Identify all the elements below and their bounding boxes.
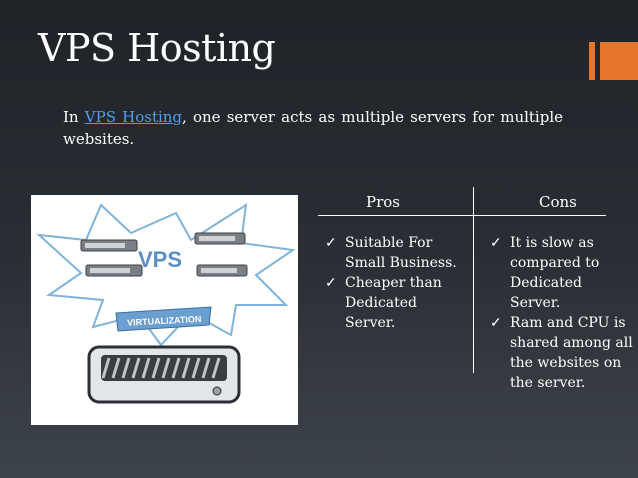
cons-header: Cons: [539, 193, 577, 211]
bullet-text-line: compared to: [510, 255, 600, 271]
checkmark-icon: ✓: [325, 275, 337, 291]
server-unit-icon: [80, 239, 138, 252]
bullet-text-line: Server.: [345, 315, 396, 331]
checkmark-icon: ✓: [325, 235, 337, 251]
bullet-text-line: the websites on: [510, 355, 622, 371]
vps-diagram-svg: VPS VIRTUALIZATION: [36, 203, 296, 404]
bullet-text-line: Cheaper than: [345, 275, 442, 291]
table-column-divider: [473, 187, 474, 373]
vps-illustration: VPS VIRTUALIZATION: [31, 195, 298, 425]
bullet-text-line: Dedicated: [345, 295, 418, 311]
virtualization-banner: VIRTUALIZATION: [115, 306, 212, 332]
intro-suffix: , one server acts as multiple servers fo…: [63, 108, 564, 148]
table-header-divider: [318, 215, 606, 216]
intro-prefix: In: [63, 108, 85, 126]
physical-server-icon: [87, 345, 241, 404]
virtualization-label: VIRTUALIZATION: [127, 314, 202, 328]
cons-item: ✓ Ram and CPU is shared among all the websi…: [490, 313, 635, 393]
server-unit-icon: [85, 264, 143, 277]
checkmark-icon: ✓: [490, 315, 502, 331]
bullet-text-line: It is slow as: [510, 235, 594, 251]
bullet-text-line: Suitable For: [345, 235, 433, 251]
bullet-text-line: shared among all: [510, 335, 633, 351]
bullet-text-line: Dedicated Server.: [510, 275, 583, 311]
slide-title: VPS Hosting: [38, 26, 276, 70]
bullet-text-line: Small Business.: [345, 255, 457, 271]
accent-bar: [589, 42, 595, 80]
server-unit-icon: [196, 264, 248, 277]
vps-label: VPS: [138, 247, 182, 272]
pros-header: Pros: [366, 193, 400, 211]
checkmark-icon: ✓: [490, 235, 502, 251]
vps-hosting-link[interactable]: VPS Hosting: [84, 108, 183, 126]
cons-item: ✓ It is slow as compared to Dedicated Serve…: [490, 233, 635, 313]
bullet-text-line: Ram and CPU is: [510, 315, 626, 331]
accent-block: [600, 42, 638, 80]
bullet-text-line: the server.: [510, 375, 586, 391]
server-unit-icon: [194, 232, 246, 245]
intro-paragraph: In VPS Hosting, one server acts as multi…: [63, 106, 563, 150]
cons-list: ✓ It is slow as compared to Dedicated Serve…: [490, 233, 635, 393]
